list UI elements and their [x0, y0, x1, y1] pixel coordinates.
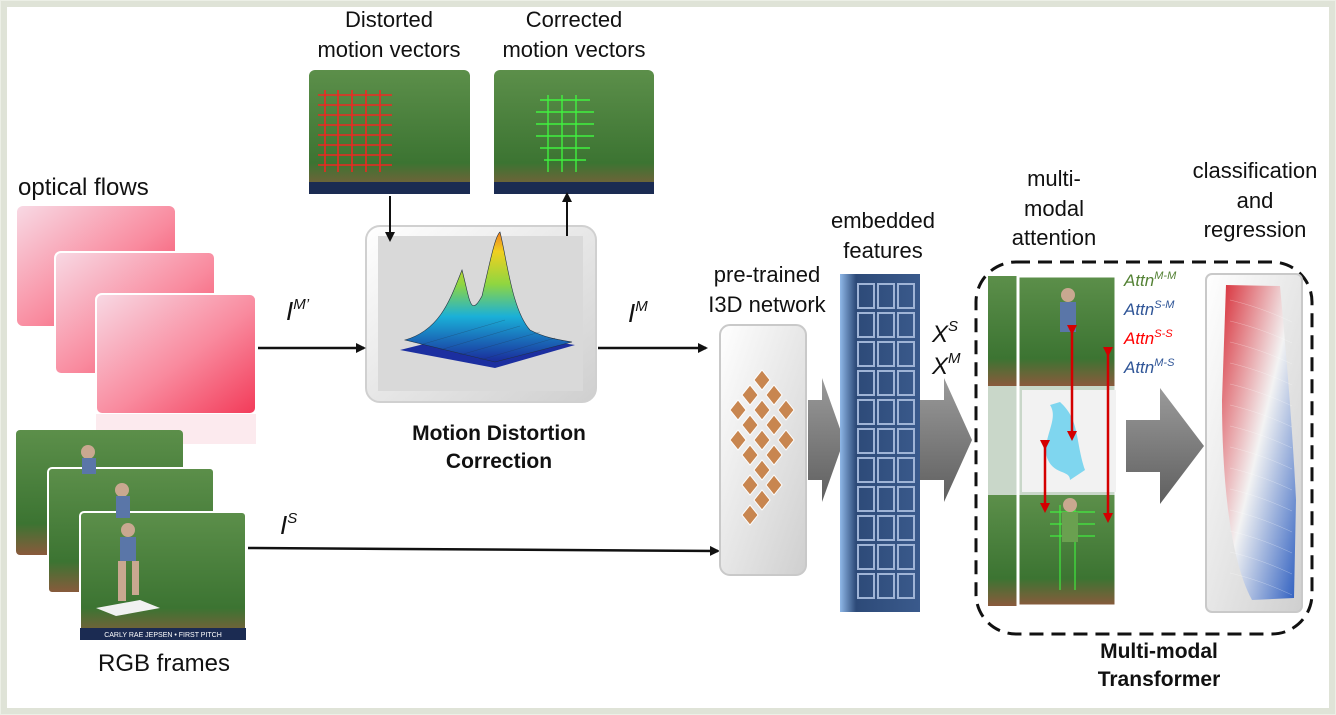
- feature-cell: [897, 399, 915, 425]
- feature-cell: [897, 283, 915, 309]
- feature-cell: [857, 515, 875, 541]
- rgb-frames-label: RGB frames: [97, 650, 231, 677]
- embedded-features-label: embedded features: [831, 208, 935, 263]
- feature-cell: [877, 370, 895, 396]
- feature-cell: [897, 544, 915, 570]
- optical-flow-frame-3: [95, 293, 257, 415]
- feature-cell: [877, 341, 895, 367]
- embedded-features-block: [840, 274, 920, 612]
- symbol-i-m: IM: [628, 298, 648, 328]
- symbol-i-m-prime: IM’: [286, 296, 310, 326]
- distorted-motion-thumb: [309, 70, 470, 194]
- feature-cell: [857, 573, 875, 599]
- feature-cell: [897, 341, 915, 367]
- multimodal-attention-label: multi- modal attention: [1011, 166, 1097, 251]
- attention-label-m-s: AttnM-S: [1124, 357, 1175, 377]
- attention-label-s-m: AttnS-M: [1124, 299, 1175, 319]
- feature-cell: [877, 515, 895, 541]
- feature-cell: [857, 370, 875, 396]
- symbol-x-s: XS: [932, 318, 959, 348]
- feature-cell: [877, 428, 895, 454]
- rgb-frame-3: [79, 511, 247, 641]
- feature-cell: [897, 515, 915, 541]
- arrow-attention-to-output: [1126, 388, 1204, 504]
- motion-correction-label: Motion Distortion Correction: [412, 422, 586, 474]
- feature-cell: [857, 399, 875, 425]
- corrected-motion-label: Corrected motion vectors: [502, 7, 646, 62]
- feature-cell: [877, 544, 895, 570]
- feature-cell: [897, 312, 915, 338]
- feature-cell: [857, 486, 875, 512]
- feature-cell: [877, 573, 895, 599]
- symbol-x-m: XM: [932, 350, 961, 380]
- optical-flows-label: optical flows: [18, 174, 149, 201]
- arrow-rgb-to-i3d: [247, 545, 720, 556]
- feature-cell: [877, 283, 895, 309]
- motion-correction-module: [365, 225, 597, 403]
- attention-label-s-s: AttnS-S: [1124, 328, 1173, 348]
- feature-cell: [897, 457, 915, 483]
- rgb-frame-caption: CARLY RAE JEPSEN • FIRST PITCH: [104, 632, 222, 639]
- feature-cell: [877, 312, 895, 338]
- feature-cell: [897, 428, 915, 454]
- feature-cell: [897, 486, 915, 512]
- feature-cell: [857, 341, 875, 367]
- feature-cell: [897, 370, 915, 396]
- feature-cell: [877, 457, 895, 483]
- attention-frames: [988, 274, 1118, 608]
- feature-cell: [857, 457, 875, 483]
- feature-cell: [857, 283, 875, 309]
- i3d-network-module: [719, 324, 807, 576]
- i3d-label: pre-trained I3D network: [708, 262, 826, 317]
- symbol-i-s: IS: [280, 510, 298, 540]
- feature-cell: [857, 312, 875, 338]
- classification-regression-label: classification and regression: [1192, 158, 1318, 243]
- multimodal-transformer-label: Multi-modal Transformer: [1097, 640, 1221, 692]
- transformer-dashed-box: [974, 260, 1314, 636]
- arrow-features-to-transformer: [918, 378, 972, 502]
- attention-legend: AttnM-M AttnS-M AttnS-S AttnM-S: [1124, 270, 1176, 386]
- rgb-frame-stack: CARLY RAE JEPSEN • FIRST PITCH: [16, 430, 247, 641]
- distorted-motion-label: Distorted motion vectors: [317, 7, 461, 62]
- feature-cell: [857, 544, 875, 570]
- i3d-network-icon: [729, 369, 795, 526]
- feature-cell: [877, 399, 895, 425]
- attention-label-m-m: AttnM-M: [1124, 270, 1177, 290]
- feature-cell: [857, 428, 875, 454]
- feature-cell: [877, 486, 895, 512]
- classification-surface-icon: [1222, 285, 1296, 600]
- 3d-gaussian-surface-icon: [400, 231, 575, 368]
- classification-output-module: [1205, 273, 1303, 613]
- corrected-motion-thumb: [494, 70, 654, 194]
- feature-cell: [897, 573, 915, 599]
- arrow-i3d-to-features: [808, 378, 844, 502]
